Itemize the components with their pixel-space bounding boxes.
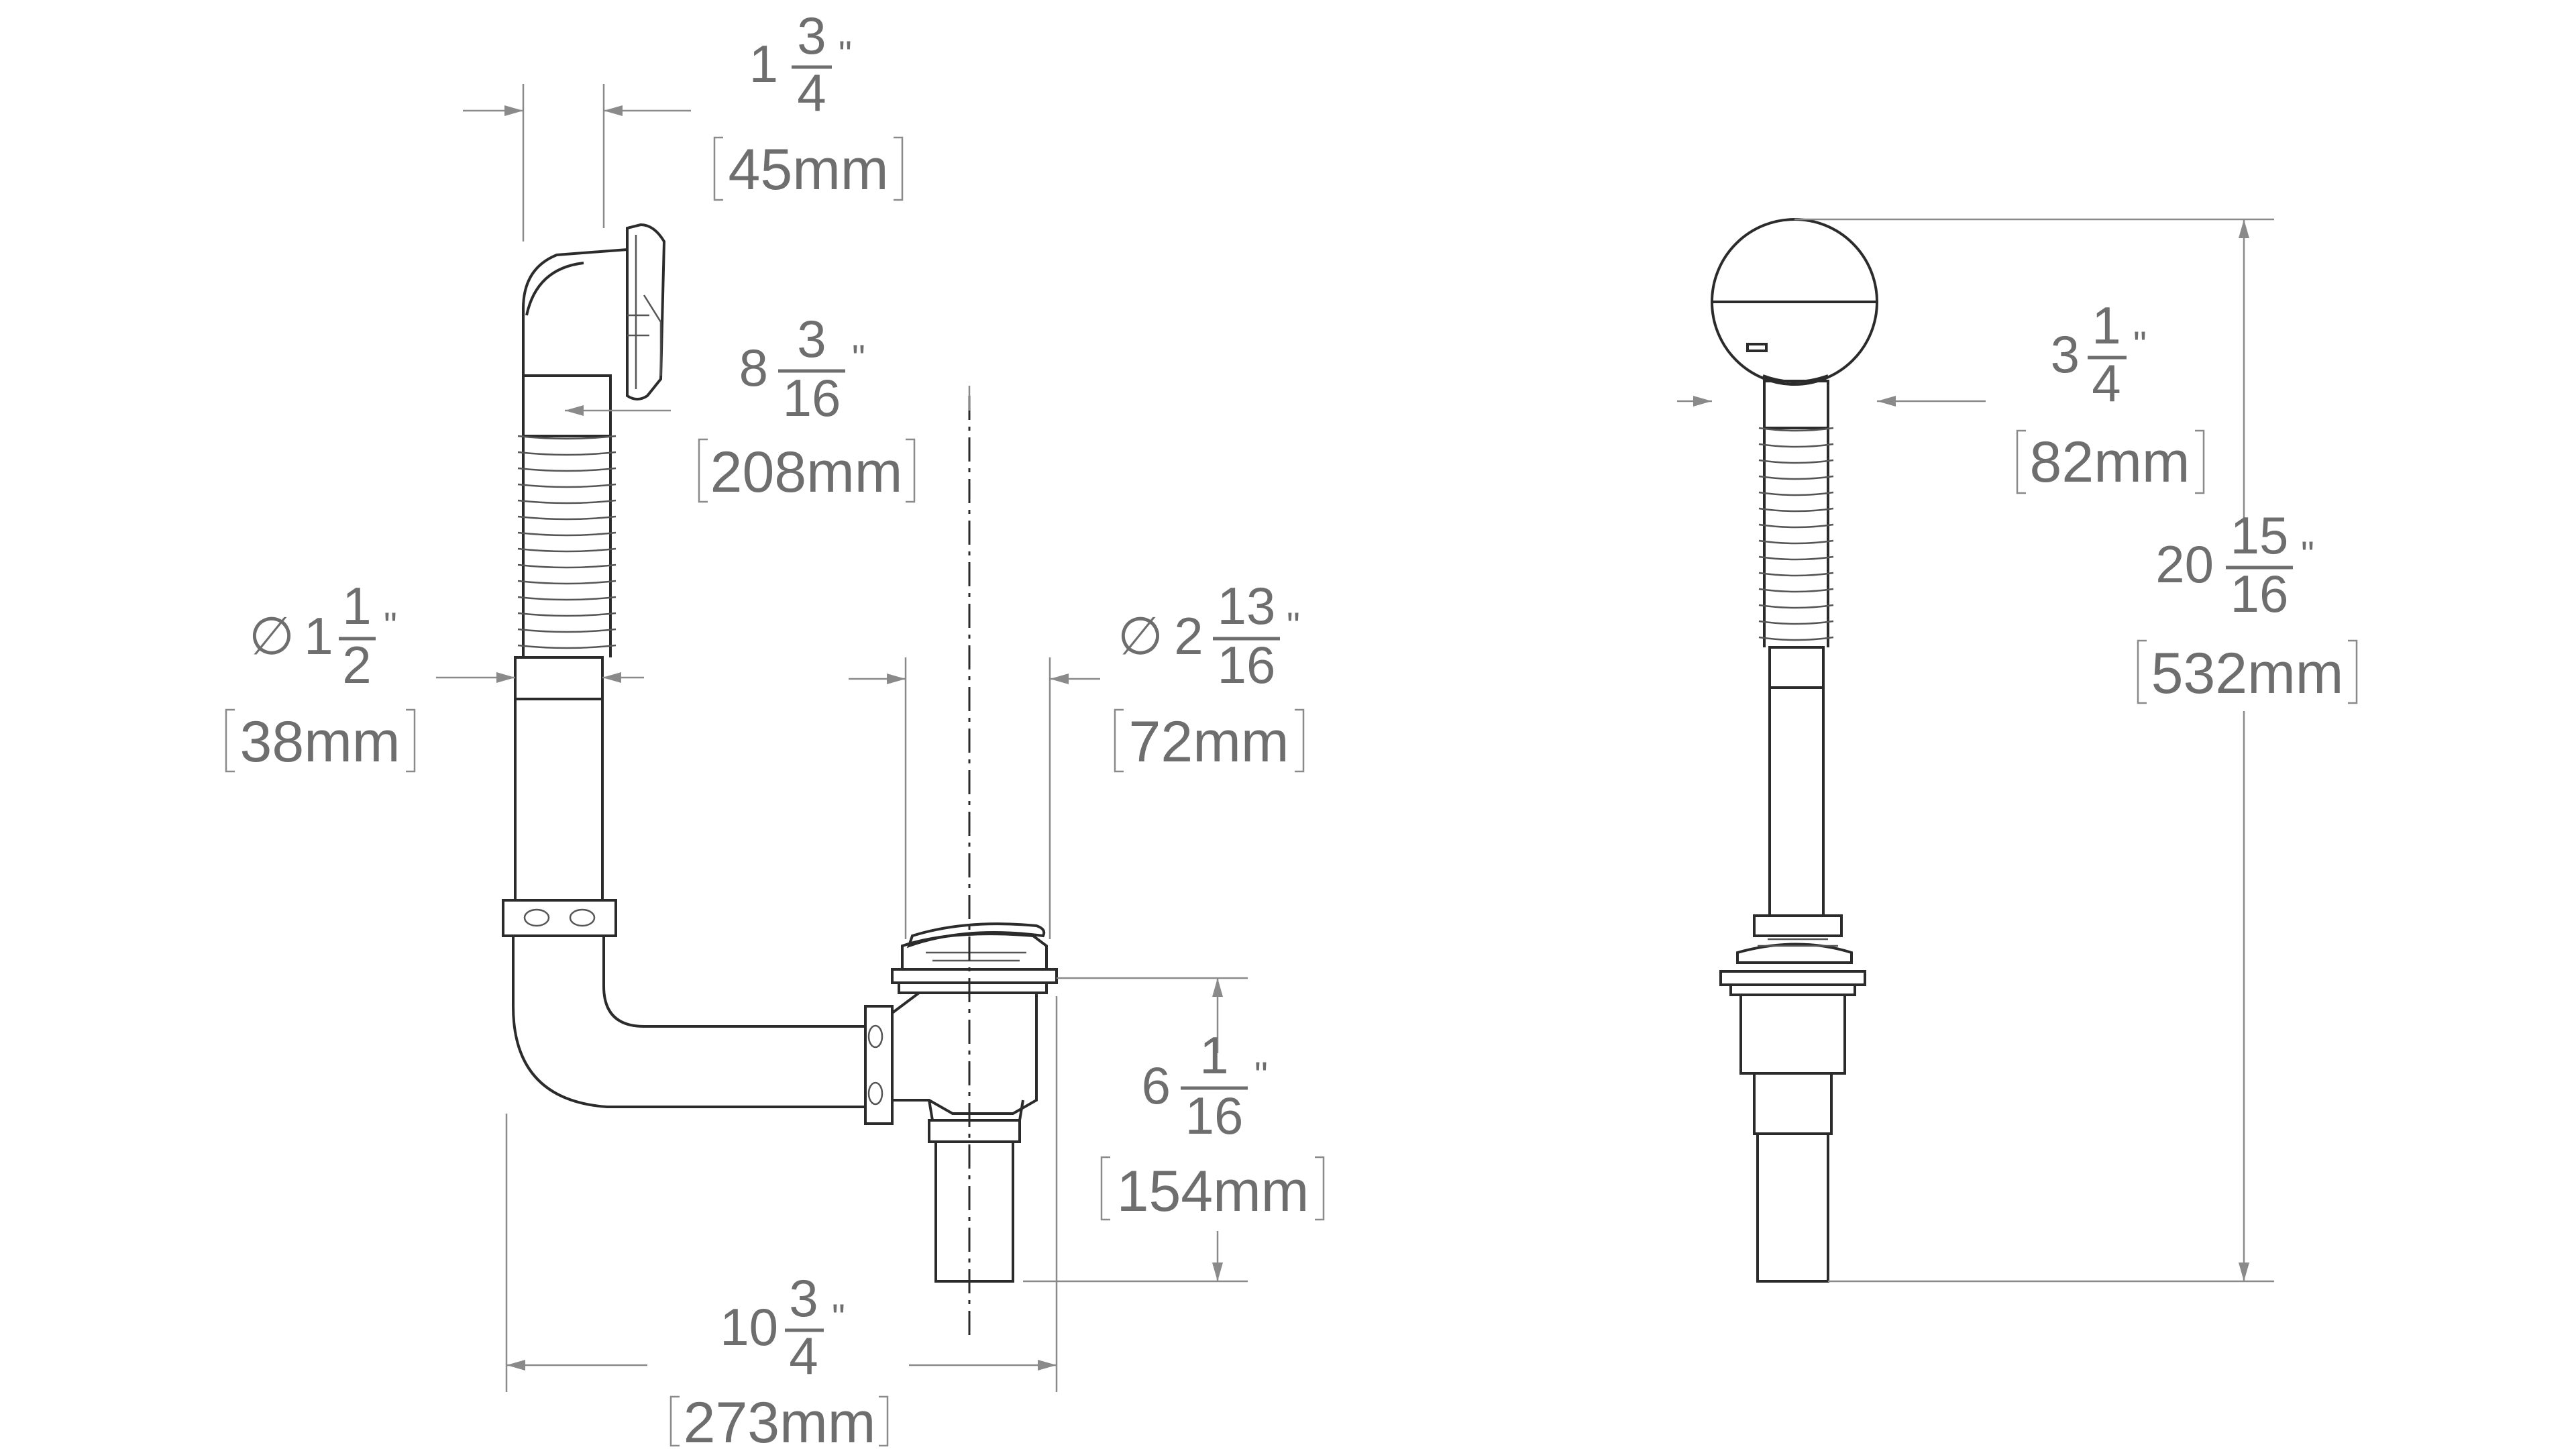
drain-diameter-den: 16 [1218, 635, 1276, 694]
dimension-overall-height: 20 15 16 " 532mm [2137, 506, 2358, 706]
pipe-diameter-whole: 1 [304, 606, 333, 665]
drain-diameter-num: 13 [1218, 576, 1276, 635]
drain-height-num: 1 [1199, 1026, 1228, 1085]
cover-diameter-metric: 82mm [2030, 430, 2190, 494]
cover-diameter-num: 1 [2092, 296, 2121, 355]
dimension-overflow-offset: 8 3 16 " 208mm [698, 309, 916, 504]
cover-diameter-unit: " [2133, 323, 2147, 366]
dimension-drain-height: 6 1 16 " 154mm [1100, 1026, 1325, 1224]
overflow-depth-unit: " [839, 33, 852, 75]
overall-height-den: 16 [2231, 564, 2289, 623]
cover-diameter-whole: 3 [2051, 325, 2080, 384]
overall-width-num: 3 [789, 1269, 818, 1328]
dimension-drain-diameter: ∅ 2 13 16 " 72mm [1114, 576, 1305, 774]
overall-width-den: 4 [789, 1326, 818, 1385]
overflow-depth-den: 4 [797, 63, 826, 122]
drain-diameter-unit: " [1287, 604, 1300, 647]
overflow-offset-metric: 208mm [710, 440, 903, 504]
overall-width-metric: 273mm [684, 1391, 876, 1449]
overall-height-num: 15 [2231, 506, 2289, 565]
overflow-offset-whole: 8 [739, 338, 768, 397]
overflow-depth-num: 3 [797, 6, 826, 65]
corrugated-hose-right [1758, 427, 1834, 647]
dimension-cover-diameter: 3 1 4 " 82mm [2016, 296, 2205, 494]
drain-height-den: 16 [1185, 1086, 1244, 1145]
overall-width-whole: 10 [720, 1297, 778, 1356]
front-view-assembly [1711, 218, 1878, 1283]
pipe-diameter-symbol: ∅ [249, 606, 294, 665]
drain-diameter-whole: 2 [1174, 606, 1203, 665]
overall-height-unit: " [2301, 533, 2314, 576]
pipe-diameter-metric: 38mm [240, 710, 400, 774]
dimension-lines [436, 84, 2274, 1392]
overall-height-whole: 20 [2155, 535, 2214, 594]
overflow-offset-num: 3 [797, 309, 826, 368]
pipe-diameter-unit: " [384, 604, 397, 647]
dimension-overflow-depth: 1 3 4 " 45mm [713, 6, 904, 202]
overflow-offset-unit: " [852, 337, 865, 379]
overall-height-metric: 532mm [2151, 641, 2344, 706]
overall-width-unit: " [832, 1296, 845, 1338]
overflow-depth-metric: 45mm [729, 138, 889, 202]
dimension-overall-width: 10 3 4 " 273mm [669, 1269, 889, 1449]
dimension-pipe-diameter: ∅ 1 1 2 " 38mm [225, 576, 416, 774]
drain-diameter-symbol: ∅ [1118, 606, 1163, 665]
side-view-assembly [502, 223, 1058, 1335]
drain-height-whole: 6 [1142, 1056, 1171, 1115]
corrugated-hose-left [517, 435, 616, 657]
drain-height-metric: 154mm [1117, 1159, 1309, 1224]
pipe-diameter-num: 1 [342, 576, 371, 635]
pipe-diameter-den: 2 [342, 635, 371, 694]
drain-diameter-metric: 72mm [1129, 710, 1289, 774]
cover-diameter-den: 4 [2092, 354, 2121, 413]
overflow-depth-whole: 1 [749, 34, 778, 93]
drain-height-unit: " [1254, 1054, 1268, 1096]
overflow-offset-den: 16 [783, 368, 841, 427]
